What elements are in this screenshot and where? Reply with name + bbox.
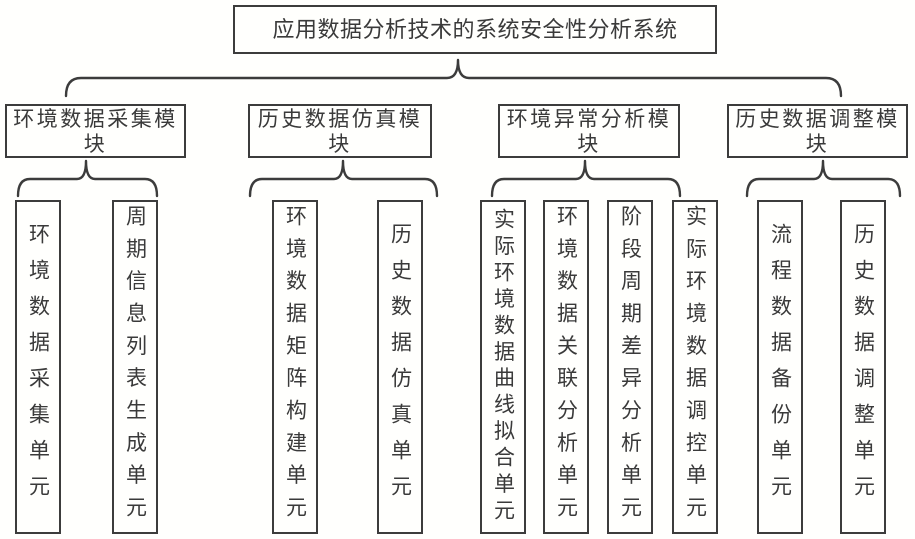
- unit-box-environment-data-correlation-analysis: 环境数据关联分析单元: [543, 200, 589, 534]
- unit-label: 阶段周期差异分析单元: [618, 205, 642, 529]
- unit-label: 历史数据调整单元: [851, 223, 875, 511]
- root-brace: [64, 58, 843, 98]
- module-label: 环境异常分析模块: [506, 108, 672, 156]
- unit-box-period-info-list-generation: 周期信息列表生成单元: [112, 200, 158, 534]
- system-title-box: 应用数据分析技术的系统安全性分析系统: [233, 5, 717, 54]
- module-4-brace: [745, 159, 902, 198]
- unit-label: 环境数据采集单元: [26, 223, 50, 511]
- module-label: 历史数据仿真模块: [257, 108, 423, 156]
- module-2-brace: [248, 159, 439, 198]
- module-1-brace: [16, 159, 159, 198]
- unit-box-history-data-simulation: 历史数据仿真单元: [377, 200, 423, 534]
- unit-box-environment-data-collection: 环境数据采集单元: [15, 200, 61, 534]
- unit-box-history-data-adjustment: 历史数据调整单元: [840, 200, 886, 534]
- module-box-environment-data-collection: 环境数据采集模块: [5, 104, 186, 158]
- module-box-history-data-simulation: 历史数据仿真模块: [248, 104, 432, 158]
- unit-label: 实际环境数据曲线拟合单元: [491, 208, 515, 526]
- unit-box-actual-environment-data-regulation: 实际环境数据调控单元: [672, 200, 718, 534]
- unit-label: 实际环境数据调控单元: [683, 205, 707, 529]
- unit-box-environment-data-matrix-construction: 环境数据矩阵构建单元: [272, 200, 318, 534]
- unit-label: 周期信息列表生成单元: [123, 205, 147, 529]
- module-label: 历史数据调整模块: [735, 108, 900, 156]
- unit-label: 环境数据矩阵构建单元: [283, 205, 307, 529]
- unit-label: 流程数据备份单元: [768, 223, 792, 511]
- unit-box-process-data-backup: 流程数据备份单元: [757, 200, 803, 534]
- module-box-environment-anomaly-analysis: 环境异常分析模块: [498, 104, 680, 158]
- module-3-brace: [490, 159, 682, 198]
- module-label: 环境数据采集模块: [13, 108, 178, 156]
- unit-label: 环境数据关联分析单元: [554, 205, 578, 529]
- unit-box-stage-period-difference-analysis: 阶段周期差异分析单元: [607, 200, 653, 534]
- unit-label: 历史数据仿真单元: [388, 223, 412, 511]
- unit-box-actual-environment-data-curve-fitting: 实际环境数据曲线拟合单元: [480, 200, 526, 534]
- module-box-history-data-adjustment: 历史数据调整模块: [727, 104, 908, 158]
- system-title: 应用数据分析技术的系统安全性分析系统: [272, 17, 678, 42]
